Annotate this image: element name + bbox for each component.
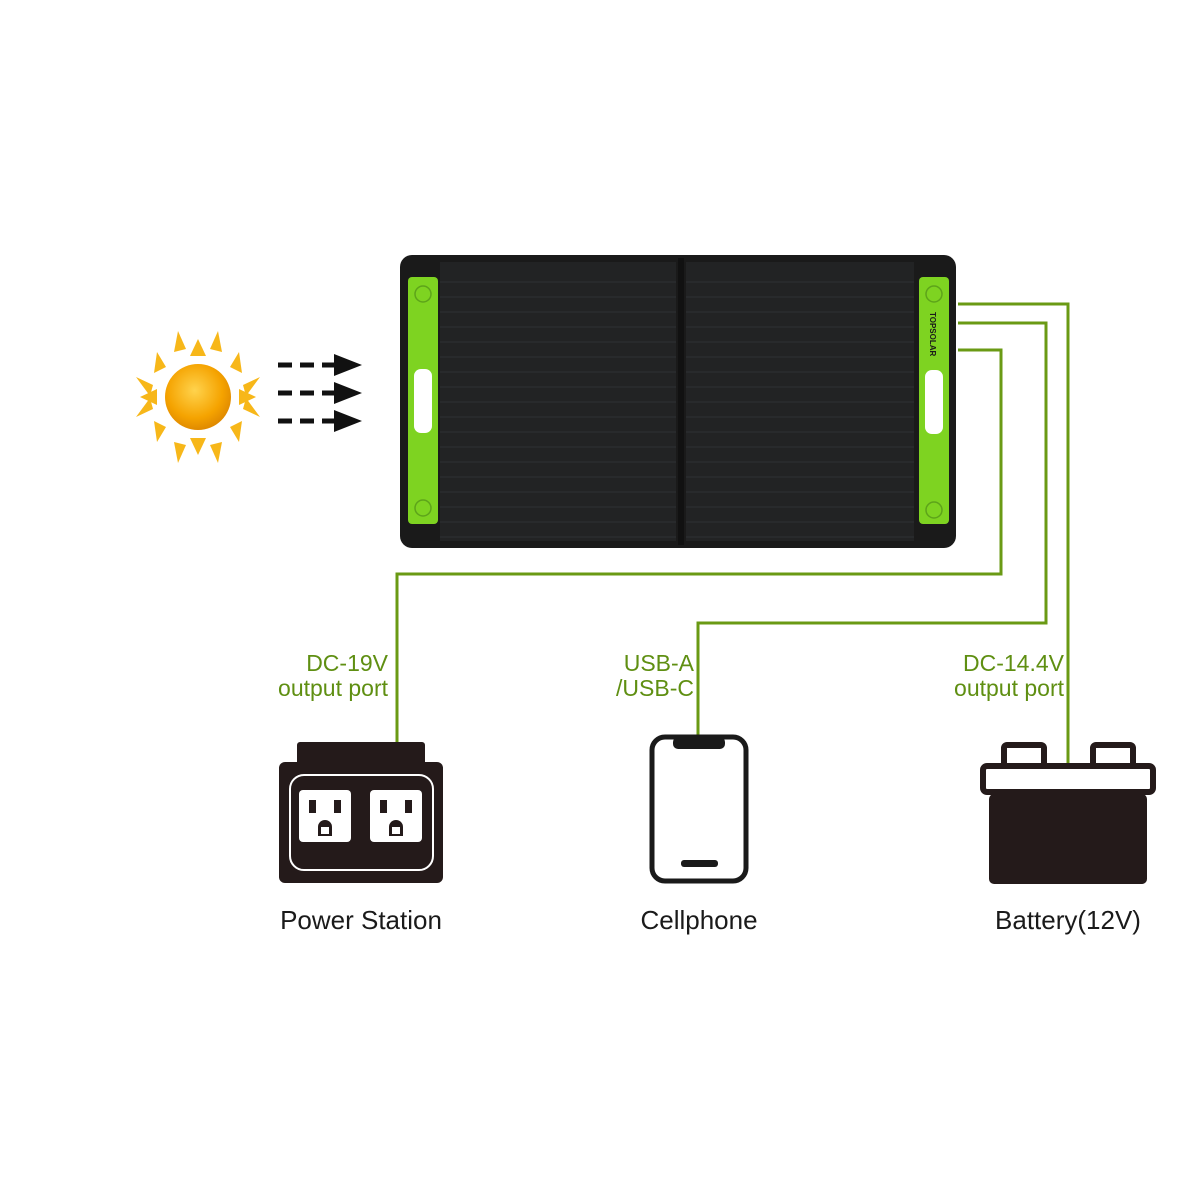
sun-icon xyxy=(136,331,260,463)
port-label-dc144v: DC-14.4V output port xyxy=(930,651,1064,701)
port-label-line1: DC-14.4V xyxy=(963,650,1064,676)
port-label-line2: output port xyxy=(954,675,1064,701)
port-label-line2: /USB-C xyxy=(616,675,694,701)
port-label-line2: output port xyxy=(278,675,388,701)
wires xyxy=(395,302,1070,768)
port-label-line1: USB-A xyxy=(623,650,694,676)
sunlight-arrows xyxy=(278,354,362,432)
wire-usb xyxy=(696,321,1048,737)
wire-dc144v xyxy=(958,302,1070,768)
power-station-icon xyxy=(279,742,443,883)
device-label-power-station: Power Station xyxy=(280,905,442,935)
port-label-line1: DC-19V xyxy=(306,650,388,676)
device-label-battery: Battery(12V) xyxy=(995,905,1141,935)
port-label-dc19v: DC-19V output port xyxy=(270,651,388,701)
cellphone-icon xyxy=(649,734,749,884)
battery-icon xyxy=(980,742,1156,884)
port-label-usb: USB-A /USB-C xyxy=(590,651,694,701)
wire-dc19v xyxy=(395,348,1003,742)
solar-panel: TOPSOLAR xyxy=(400,255,956,548)
device-label-cellphone: Cellphone xyxy=(640,905,758,935)
panel-brand-text: TOPSOLAR xyxy=(928,312,937,357)
